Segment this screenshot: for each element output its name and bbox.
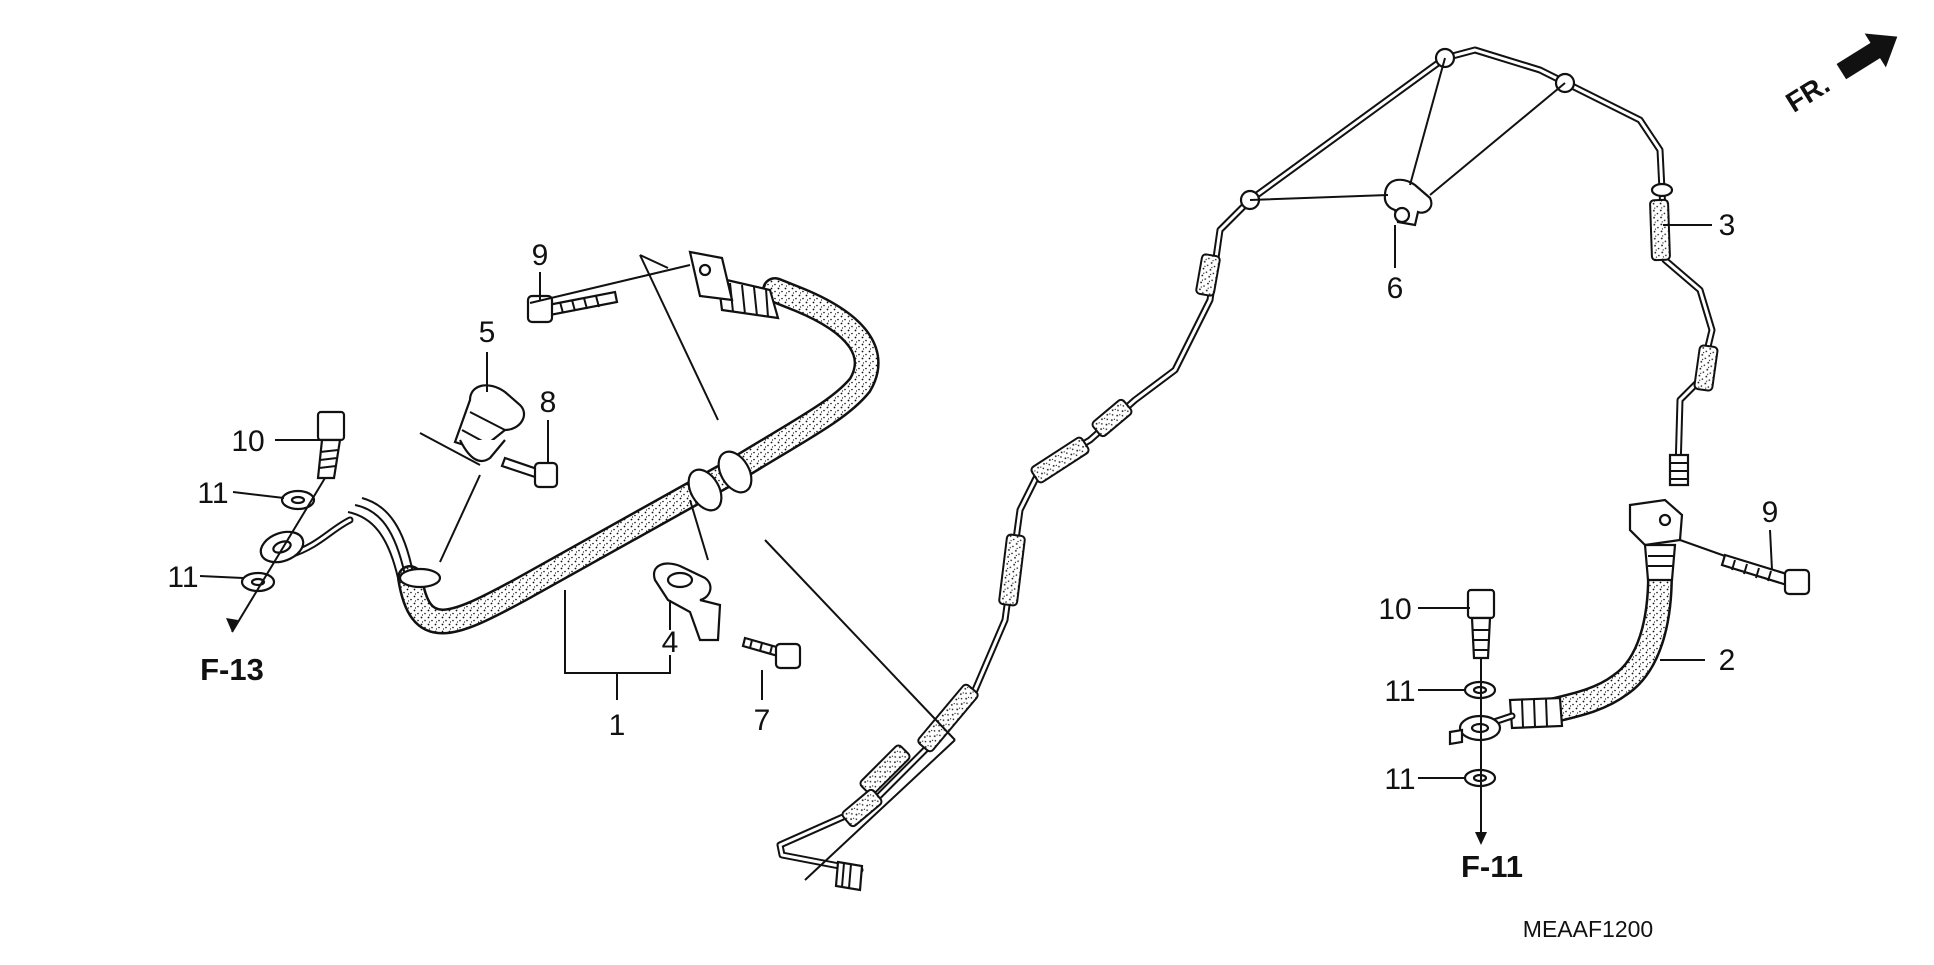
callout-1: 1 [609,709,626,742]
reference-f11: F-11 [1461,849,1523,884]
callout-11-lower-left: 11 [167,561,198,594]
callout-11-upper-left: 11 [197,477,228,510]
bolt-9-left [526,290,619,324]
flare-nut-upper [1668,453,1690,487]
callout-8: 8 [540,386,557,419]
front-direction-label: FR. [1780,68,1835,118]
banjo-bolt-10-left [316,410,346,480]
callout-10-left: 10 [231,425,264,458]
banjo-fitting-left [259,516,354,564]
hose-clamp-5 [453,384,526,463]
callout-6: 6 [1387,272,1404,305]
callout-4: 4 [662,626,679,659]
rear-brake-hose-assembly [231,250,880,670]
bolt-8 [500,456,559,489]
callout-7: 7 [754,704,771,737]
front-direction-indicator: FR. [1780,33,1898,118]
callout-5: 5 [479,316,496,349]
callout-3: 3 [1719,209,1736,242]
diagram-code: MEAAF1200 [1523,916,1653,942]
brake-hose-2 [1448,498,1684,746]
banjo-bolt-10-right [1466,588,1496,660]
callout-9-right: 9 [1762,496,1779,529]
leader-lines [199,224,1773,779]
flare-nut-lower [834,860,864,892]
pipe-clamp-6 [1383,178,1433,227]
bolt-9-right [1720,553,1811,596]
brake-hose-1 [347,250,880,635]
callout-9-left: 9 [532,239,549,272]
front-arrow-icon [1836,33,1898,80]
hose-clamp-4 [652,562,722,642]
bolt-7 [741,636,802,670]
brake-pipe-3 [776,46,1719,892]
front-brake-hose-assembly [1448,498,1811,845]
callout-11-upper-right: 11 [1384,675,1415,708]
callout-11-lower-right: 11 [1384,763,1415,796]
reference-f13: F-13 [200,652,264,687]
callout-10-right: 10 [1378,593,1411,626]
hose-fitting-upper [688,250,780,320]
callout-2: 2 [1719,644,1736,677]
